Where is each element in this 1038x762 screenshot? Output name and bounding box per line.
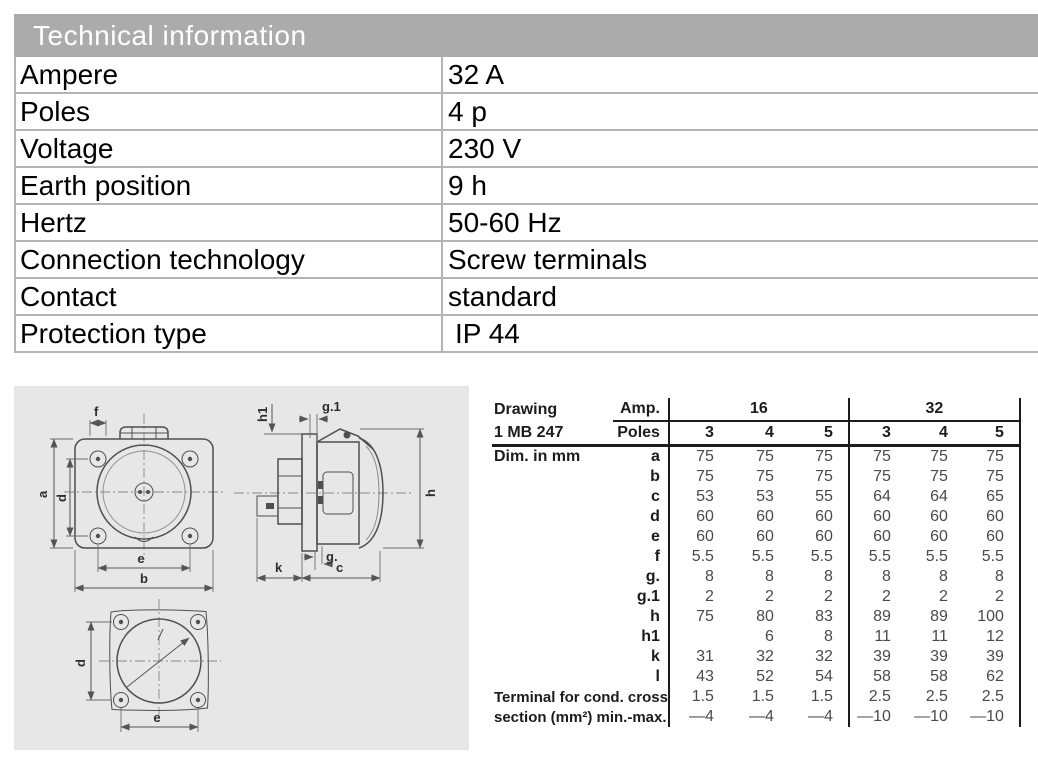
table-row: Connection technology Screw terminals [15, 241, 1038, 279]
dim-row-h1: h1 6 8 11 11 12 [492, 627, 1021, 647]
table-row: Ampere 32 A [15, 57, 1038, 94]
spec-label: Voltage [15, 130, 443, 168]
pole-col: 4 [905, 421, 963, 447]
dim-header-poles-row: 1 MB 247 Poles 3 4 5 3 4 5 [492, 421, 1021, 447]
section-header-bar: Technical information [14, 14, 1038, 57]
dim-row-a: Dim. in mm a 75 75 75 75 75 75 [492, 445, 1021, 467]
dim-row-g1: g.1 2 2 2 2 2 2 [492, 587, 1021, 607]
dim-label-d-bottom: d [73, 659, 88, 667]
page-title: Technical information [33, 19, 307, 51]
spec-value: IP 44 [442, 315, 1038, 353]
spec-value: 32 A [442, 57, 1038, 94]
spec-value: standard [442, 278, 1038, 316]
pole-col: 4 [728, 421, 789, 447]
pole-col: 3 [667, 421, 729, 447]
dim-label-k: k [275, 560, 283, 575]
technical-drawing-panel: f a d e b h1 [14, 386, 469, 750]
spec-value: Screw terminals [442, 241, 1038, 279]
terminal-row-max: section (mm²) min.-max. —4 —4 —4 —10 —10… [492, 707, 1021, 727]
amp-group-16: 16 [667, 398, 849, 422]
dim-header-amp-row: Drawing Amp. 16 32 [492, 398, 1021, 422]
dim-label-c: c [336, 560, 343, 575]
table-row: Voltage 230 V [15, 130, 1038, 168]
pole-col: 3 [847, 421, 906, 447]
dim-row-e: e 60 60 60 60 60 60 [492, 527, 1021, 547]
drawing-number: 1 MB 247 [492, 421, 613, 447]
dim-label-f: f [94, 404, 99, 419]
dim-label-g: g. [326, 549, 338, 564]
dim-label-a: a [35, 490, 50, 498]
dim-row-l: l 43 52 54 58 58 62 [492, 667, 1021, 687]
bottom-view: d e [73, 599, 221, 732]
spec-value: 4 p [442, 93, 1038, 131]
dim-unit-label: Dim. in mm [494, 448, 581, 465]
pole-col: 5 [962, 421, 1021, 447]
dim-row-g: g. 8 8 8 8 8 8 [492, 567, 1021, 587]
dim-row-b: b 75 75 75 75 75 75 [492, 467, 1021, 487]
dim-row-d: d 60 60 60 60 60 60 [492, 507, 1021, 527]
dim-table-title: Drawing [494, 400, 558, 418]
dim-row-h: h 75 80 83 89 89 100 [492, 607, 1021, 627]
spec-label: Poles [15, 93, 443, 131]
dim-row-c: c 53 53 55 64 64 65 [492, 487, 1021, 507]
spec-label: Connection technology [15, 241, 443, 279]
spec-value: 50-60 Hz [442, 204, 1038, 242]
spec-label: Earth position [15, 167, 443, 205]
pole-col: 5 [788, 421, 849, 447]
dim-row-k: k 31 32 32 39 39 39 [492, 647, 1021, 667]
terminal-label-line2: section (mm²) min.-max. [494, 708, 667, 726]
table-row: Poles 4 p [15, 93, 1038, 131]
spec-label: Protection type [15, 315, 443, 353]
spec-label: Hertz [15, 204, 443, 242]
spec-label: Ampere [15, 57, 443, 94]
front-view: f a d e b [35, 404, 224, 592]
dim-label-h: h [423, 489, 438, 497]
dim-label-b: b [140, 571, 148, 586]
dim-row-f: f 5.5 5.5 5.5 5.5 5.5 5.5 [492, 547, 1021, 567]
table-row: Protection type IP 44 [15, 315, 1038, 353]
dim-label-e: e [137, 551, 144, 566]
terminal-row-min: Terminal for cond. cross 1.5 1.5 1.5 2.5… [492, 687, 1021, 707]
dim-label-h1: h1 [255, 407, 270, 422]
spec-value: 9 h [442, 167, 1038, 205]
side-view: h1 g.1 h g. k c [234, 399, 438, 582]
dimension-table: Drawing Amp. 16 32 1 MB 247 Poles 3 4 5 … [492, 398, 1021, 727]
dim-label-d: d [54, 494, 69, 502]
poles-header: Poles [612, 421, 669, 447]
table-row: Contact standard [15, 278, 1038, 316]
technical-drawing: f a d e b h1 [35, 399, 438, 732]
amp-group-32: 32 [847, 398, 1021, 422]
table-row: Hertz 50-60 Hz [15, 204, 1038, 242]
dim-label-g1: g.1 [322, 399, 341, 414]
spec-value: 230 V [442, 130, 1038, 168]
spec-table: Ampere 32 A Poles 4 p Voltage 230 V Eart… [14, 57, 1038, 353]
terminal-label-line1: Terminal for cond. cross [494, 688, 668, 706]
amp-header: Amp. [612, 398, 669, 422]
dim-label-e-bottom: e [153, 710, 160, 725]
spec-label: Contact [15, 278, 443, 316]
table-row: Earth position 9 h [15, 167, 1038, 205]
